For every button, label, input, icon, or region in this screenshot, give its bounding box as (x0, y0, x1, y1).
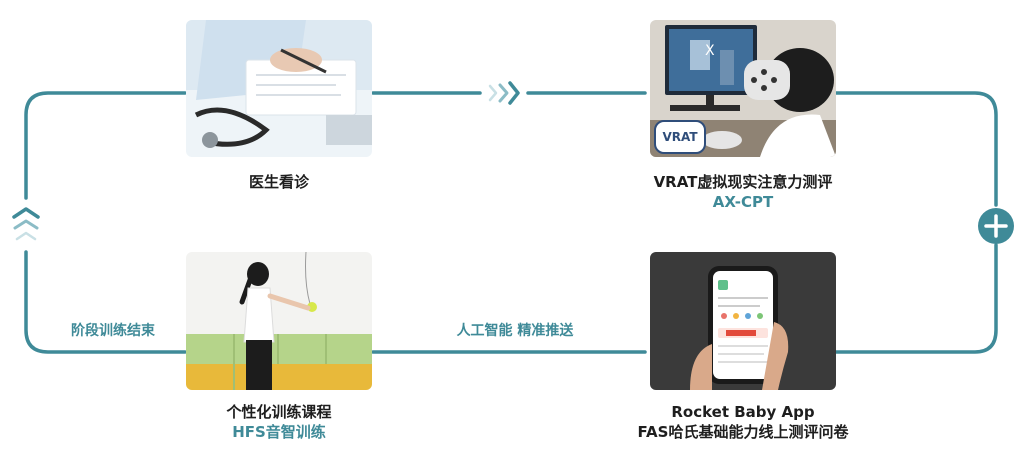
vrat-logo-text: VRAT (662, 130, 698, 144)
loop-bottom-right (834, 243, 998, 354)
loop-top-right (834, 91, 998, 207)
step-caption-app: Rocket Baby App FAS哈氏基础能力线上测评问卷 (580, 402, 906, 442)
step-title: 医生看诊 (248, 173, 309, 191)
doctor-consultation-image (186, 20, 372, 157)
step-title: Rocket Baby App (671, 403, 815, 421)
step-caption-doctor: 医生看诊 (186, 172, 372, 192)
step-subtitle: HFS音智训练 (232, 423, 326, 441)
step-subtitle: FAS哈氏基础能力线上测评问卷 (637, 423, 849, 441)
edge-label-ai-push: 人工智能 精准推送 (456, 323, 574, 339)
vrat-assessment-image: X VRAT (650, 20, 836, 157)
svg-text:X: X (705, 43, 715, 59)
rocket-baby-app-image (650, 252, 836, 390)
step-caption-vrat: VRAT虚拟现实注意力测评 AX-CPT (600, 172, 886, 212)
step-caption-training: 个性化训练课程 HFS音智训练 (186, 402, 372, 442)
step-title: VRAT虚拟现实注意力测评 (653, 173, 833, 191)
chevron-up-icon (12, 207, 40, 241)
personalized-training-image (186, 252, 372, 390)
loop-bottom-left (24, 250, 187, 354)
vrat-logo-badge: VRAT (654, 120, 706, 154)
step-title: 个性化训练课程 (226, 403, 332, 421)
plus-circle-icon (978, 208, 1014, 244)
loop-top-left (24, 91, 187, 200)
step-subtitle: AX-CPT (712, 193, 774, 211)
chevron-right-icon (488, 81, 520, 105)
edge-label-stage-end: 阶段训练结束 (71, 323, 155, 339)
